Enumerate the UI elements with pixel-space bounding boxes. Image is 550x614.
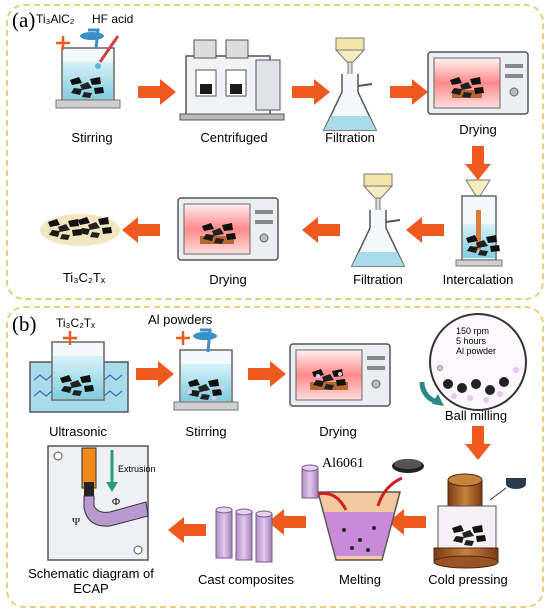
step-stirring-b: Stirring [185, 424, 227, 439]
step-drying-b: Drying [319, 424, 357, 439]
ecap-angle-phi: Φ [112, 496, 121, 508]
intercalation-tube [455, 179, 503, 267]
arrow-b3 [465, 426, 491, 460]
condition-hours: 5 hours [456, 336, 487, 346]
step-ball-milling: Ball milling [444, 408, 508, 423]
centrifuge [179, 39, 285, 121]
ecap-angle-psi: Ψ [72, 516, 81, 528]
arrow-a5 [406, 217, 444, 243]
filtration-flask-b [351, 173, 405, 267]
panel-b [6, 306, 544, 608]
plus-icon-b1 [63, 331, 77, 345]
step-stirring-a: Stirring [71, 130, 113, 145]
mxene-disk [392, 459, 424, 473]
stirring-beaker-a [56, 28, 120, 108]
arrow-a4 [465, 146, 491, 180]
step-melting: Melting [339, 572, 381, 587]
step-cast-composites: Cast composites [197, 572, 295, 587]
arrow-a6 [302, 217, 340, 243]
arrow-b1 [136, 361, 174, 387]
alloy-al6061: Al6061 [322, 456, 364, 471]
arrow-a2 [292, 79, 330, 105]
ultrasonic-bath [29, 341, 129, 413]
ball-mill-jar [429, 313, 527, 411]
ecap-die [47, 445, 149, 561]
reagent-ti3c2tx-b: Ti₃C₂Tₓ [56, 316, 96, 330]
panel-b-label: (b) [12, 312, 37, 336]
arrow-b5 [268, 509, 306, 535]
step-drying-a1: Drying [459, 122, 497, 137]
arrow-b2 [248, 361, 286, 387]
filtration-flask-a [323, 37, 377, 131]
step-cold-pressing: Cold pressing [428, 572, 508, 587]
arrow-b6 [168, 517, 206, 543]
red-arrow-right-icon [376, 476, 403, 507]
step-filtration-a1: Filtration [325, 130, 375, 145]
step-ecap: Schematic diagram of ECAP [28, 566, 154, 596]
al6061-rod [301, 464, 319, 499]
pipette-icon [95, 35, 120, 69]
ecap-extrusion: Extrusion [118, 464, 156, 474]
step-ultrasonic: Ultrasonic [49, 424, 107, 439]
arrow-a3 [390, 79, 428, 105]
panel-a [6, 4, 544, 300]
step-drying-a2: Drying [209, 272, 247, 287]
step-filtration-a2: Filtration [353, 272, 403, 287]
stirring-beaker-b [174, 328, 238, 410]
reagent-al-powders: Al powders [148, 312, 213, 327]
mxene-flakes [40, 214, 120, 246]
panel-a-label: (a) [12, 8, 36, 32]
product-ti3c2tx: Ti₃C₂Tₓ [62, 270, 106, 285]
arrow-a7 [122, 217, 160, 243]
condition-al-powder: Al powder [456, 346, 497, 356]
reagent-ti3alc2: Ti₃AlC₂ [36, 12, 75, 26]
step-intercalation: Intercalation [442, 272, 514, 287]
drying-oven-a1 [427, 51, 529, 115]
rotation-arrowhead-icon [432, 394, 444, 406]
red-arrow-left-icon [317, 491, 348, 511]
condition-rpm: 150 rpm [456, 326, 490, 336]
drying-oven-b [289, 343, 391, 407]
cold-press [433, 473, 526, 569]
drying-oven-a2 [177, 197, 279, 261]
step-centrifuged: Centrifuged [200, 130, 268, 145]
cast-rods [215, 506, 273, 563]
plus-icon-b2 [176, 331, 190, 345]
arrow-a1 [138, 79, 176, 105]
reagent-hf-acid: HF acid [92, 12, 134, 26]
melting-crucible [317, 491, 401, 561]
plus-icon [56, 36, 70, 50]
